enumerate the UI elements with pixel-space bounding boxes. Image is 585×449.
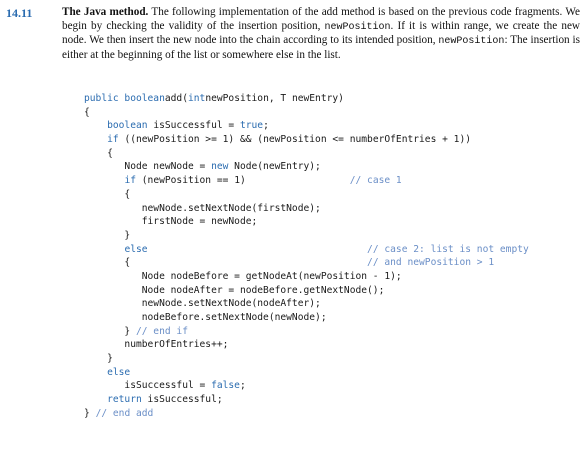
code-text: { <box>84 257 131 269</box>
section-paragraph: The Java method. The following implement… <box>62 6 580 62</box>
code-text <box>84 367 107 378</box>
code-text <box>130 257 367 268</box>
code-keyword: true <box>239 120 264 132</box>
code-text: Node newNode = <box>84 161 212 173</box>
code-text: } <box>84 229 131 241</box>
code-text: { <box>84 188 131 200</box>
code-line: } // end add <box>84 407 584 421</box>
code-line: Node nodeAfter = nodeBefore.getNextNode(… <box>84 284 584 298</box>
code-text: add( <box>164 93 188 104</box>
code-text: ; <box>239 380 246 392</box>
code-line: else <box>84 366 584 380</box>
code-text: newNode.setNextNode(nodeAfter); <box>84 298 321 310</box>
code-text: newNode.setNextNode(firstNode); <box>84 202 321 214</box>
code-comment: // case 1 <box>349 175 402 187</box>
code-text: newPosition, T newEntry) <box>205 93 344 104</box>
code-comment: // case 2: list is not empty <box>367 243 529 255</box>
code-keyword: int <box>187 93 206 104</box>
code-comment: // end add <box>95 407 154 419</box>
code-line: if (newPosition == 1) // case 1 <box>84 174 584 188</box>
code-text: Node nodeBefore = getNodeAt(newPosition … <box>84 270 402 282</box>
paragraph-text-1: The following implementation of the add … <box>62 6 580 32</box>
code-line: public booleanadd(intnewPosition, T newE… <box>84 92 584 106</box>
code-keyword: else <box>107 366 131 378</box>
code-comment: // end if <box>135 325 188 337</box>
code-keyword: else <box>124 243 148 255</box>
code-text: isSuccessful; <box>141 394 223 406</box>
code-text <box>84 244 124 255</box>
code-listing: public booleanadd(intnewPosition, T newE… <box>84 92 584 421</box>
section-number: 14.11 <box>6 6 33 20</box>
code-text: } <box>84 353 113 365</box>
code-line: return isSuccessful; <box>84 393 584 407</box>
inline-code-newposition-1: newPosition <box>324 21 391 33</box>
code-line: numberOfEntries++; <box>84 338 584 352</box>
code-line: } // end if <box>84 325 584 339</box>
code-text <box>84 394 107 405</box>
code-line: isSuccessful = false; <box>84 379 584 393</box>
code-text: isSuccessful = <box>147 120 240 132</box>
code-line: } <box>84 352 584 366</box>
code-keyword: false <box>211 380 240 392</box>
code-text: firstNode = newNode; <box>84 216 258 228</box>
code-line: { <box>84 188 584 202</box>
code-text: ; <box>263 120 269 132</box>
code-line: newNode.setNextNode(nodeAfter); <box>84 297 584 311</box>
code-line: else // case 2: list is not empty <box>84 243 584 257</box>
code-text <box>84 175 124 186</box>
code-line: firstNode = newNode; <box>84 215 584 229</box>
code-text: { <box>84 106 90 118</box>
code-text <box>84 120 107 131</box>
code-text: isSuccessful = <box>84 380 212 392</box>
code-line: Node newNode = new Node(newEntry); <box>84 160 584 174</box>
code-text <box>148 244 368 255</box>
code-comment: // and newPosition > 1 <box>367 257 495 269</box>
code-line: nodeBefore.setNextNode(newNode); <box>84 311 584 325</box>
code-keyword: public boolean <box>84 93 165 104</box>
code-line: { <box>84 106 584 120</box>
code-text: ((newPosition >= 1) && (newPosition <= n… <box>118 134 472 146</box>
code-line: newNode.setNextNode(firstNode); <box>84 202 584 216</box>
code-text: Node(newEntry); <box>228 161 321 173</box>
code-text: numberOfEntries++; <box>84 339 229 351</box>
code-text: nodeBefore.setNextNode(newNode); <box>84 312 327 323</box>
code-line: Node nodeBefore = getNodeAt(newPosition … <box>84 270 584 284</box>
paragraph-lead: The Java method. <box>62 6 149 18</box>
code-text <box>246 175 350 186</box>
code-line: { // and newPosition > 1 <box>84 256 584 270</box>
code-line: } <box>84 229 584 243</box>
code-text: (newPosition == 1) <box>136 175 246 187</box>
paragraph-text-3: : The insertion is either at the beginni… <box>62 34 580 61</box>
code-text: { <box>84 147 113 159</box>
code-text <box>84 134 107 145</box>
code-keyword: new <box>211 161 229 173</box>
code-keyword: if <box>124 175 136 187</box>
code-line: boolean isSuccessful = true; <box>84 119 584 133</box>
code-keyword: return <box>107 394 142 406</box>
code-text: Node nodeAfter = nodeBefore.getNextNode(… <box>84 284 385 296</box>
inline-code-newposition-2: newPosition <box>438 36 505 48</box>
code-text: } <box>84 325 136 337</box>
paragraph-text-2: . If it is within range, we create the n… <box>62 19 580 47</box>
code-line: { <box>84 147 584 161</box>
code-line: if ((newPosition >= 1) && (newPosition <… <box>84 133 584 147</box>
code-text: } <box>84 407 96 419</box>
code-keyword: boolean <box>107 120 148 132</box>
code-keyword: if <box>107 134 119 146</box>
